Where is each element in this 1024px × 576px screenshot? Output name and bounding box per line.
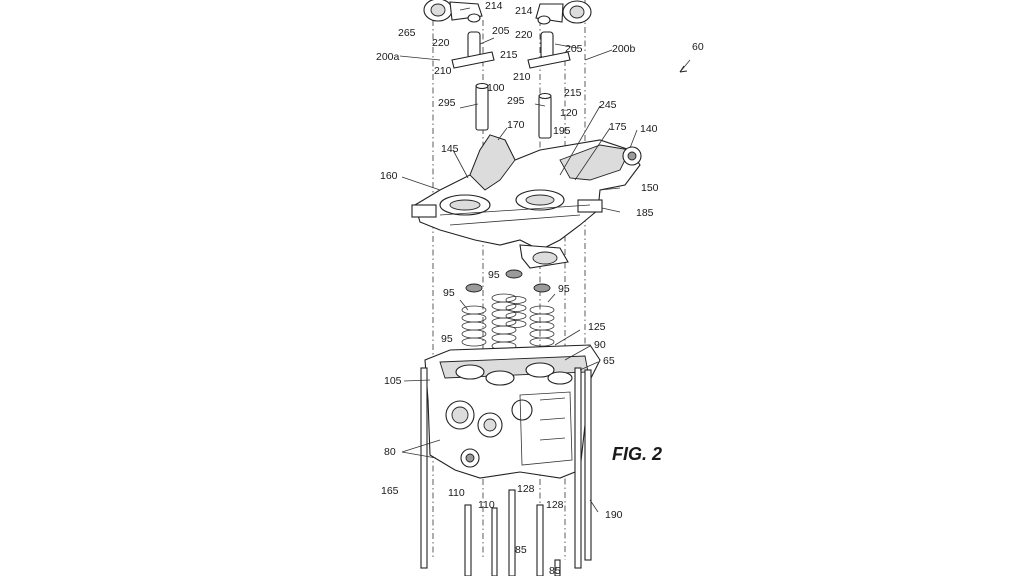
label-160: 160 (380, 170, 398, 182)
label-128-right: 128 (546, 499, 564, 511)
label-65: 65 (603, 355, 615, 367)
label-90: 90 (594, 339, 606, 351)
label-100: 100 (487, 82, 505, 94)
label-200a: 200a (376, 51, 400, 63)
label-210-left: 210 (434, 65, 452, 77)
label-205-right: 205 (565, 43, 583, 55)
label-145: 145 (441, 143, 459, 155)
label-105: 105 (384, 375, 402, 387)
label-170: 170 (507, 119, 525, 131)
label-110-right: 110 (478, 499, 495, 511)
label-95-top: 95 (488, 269, 500, 281)
cylinder-head (425, 345, 600, 478)
label-95-lower: 95 (441, 333, 453, 345)
label-210-right: 210 (513, 71, 531, 83)
label-214-left: 214 (485, 0, 503, 12)
label-265: 265 (398, 27, 416, 39)
label-60: 60 (692, 41, 704, 53)
rocker-arms (424, 0, 591, 24)
arrow-icon (680, 66, 687, 72)
label-195: 195 (553, 125, 571, 137)
label-214-right: 214 (515, 5, 533, 17)
label-128-left: 128 (517, 483, 535, 495)
label-80: 80 (384, 446, 396, 458)
label-110-left: 110 (448, 487, 465, 499)
label-95-right: 95 (558, 283, 570, 295)
label-215-right: 215 (564, 87, 582, 99)
label-140: 140 (640, 123, 658, 135)
figure-caption: FIG. 2 (612, 444, 662, 464)
label-200b: 200b (612, 43, 636, 55)
label-295-right: 295 (507, 95, 525, 107)
label-85-lower: 85 (549, 565, 561, 576)
label-245: 245 (599, 99, 617, 111)
label-205-left: 205 (492, 25, 510, 37)
label-175: 175 (609, 121, 627, 133)
label-165: 165 (381, 485, 399, 497)
label-95-left: 95 (443, 287, 455, 299)
label-150: 150 (641, 182, 659, 194)
label-220-left: 220 (432, 37, 450, 49)
label-185: 185 (636, 207, 654, 219)
label-85-upper: 85 (515, 544, 527, 556)
label-220-right: 220 (515, 29, 533, 41)
label-295-left: 295 (438, 97, 456, 109)
label-215-left: 215 (500, 49, 518, 61)
label-120: 120 (560, 107, 578, 119)
label-125: 125 (588, 321, 606, 333)
label-190: 190 (605, 509, 623, 521)
